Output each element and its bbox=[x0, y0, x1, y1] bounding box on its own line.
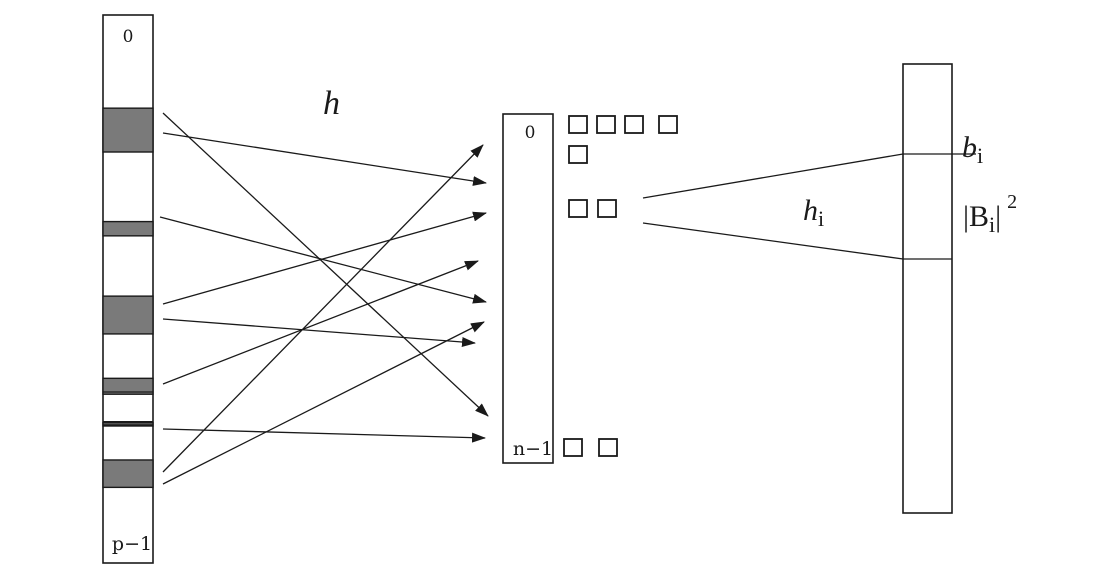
bucket-cell bbox=[568, 145, 588, 164]
bucket-cell bbox=[568, 115, 588, 134]
block-size-label: |Bi|2 bbox=[963, 191, 1017, 237]
bucket-cell bbox=[568, 199, 588, 218]
first-level-hash-arrows bbox=[159, 112, 489, 485]
bucket-cell bbox=[598, 438, 618, 457]
bucket-cell bbox=[596, 115, 616, 134]
primary-table-frame bbox=[502, 113, 554, 464]
universe-bottom-label: p−1 bbox=[112, 533, 152, 555]
universe-shaded-band bbox=[102, 377, 154, 395]
projection-line-upper bbox=[642, 153, 904, 199]
hash-arrow bbox=[162, 428, 486, 443]
universe-shaded-bands bbox=[102, 107, 154, 489]
second-level-hash-lines bbox=[642, 153, 904, 260]
hash-arrow bbox=[162, 132, 487, 186]
hash-arrow bbox=[162, 321, 485, 485]
universe-dividers bbox=[103, 391, 153, 426]
bucket-cell bbox=[658, 115, 678, 134]
hash-arrow bbox=[162, 260, 479, 385]
bucket-middle bbox=[568, 199, 617, 218]
bucket-top bbox=[568, 115, 678, 164]
second-hash-label: hi bbox=[803, 194, 824, 231]
secondary-table bbox=[902, 63, 976, 514]
universe-top-label: 0 bbox=[123, 27, 134, 47]
hash-arrow bbox=[162, 112, 489, 417]
bucket-bottom bbox=[563, 438, 618, 457]
offset-label: bi bbox=[962, 131, 983, 168]
hash-arrow bbox=[162, 144, 484, 473]
universe-shaded-band bbox=[102, 107, 154, 153]
projection-line-lower bbox=[642, 222, 904, 260]
universe-shaded-band bbox=[102, 295, 154, 335]
bucket-cell bbox=[563, 438, 583, 457]
table-top-label: 0 bbox=[525, 123, 536, 143]
bucket-cell bbox=[624, 115, 644, 134]
bucket-cells bbox=[563, 115, 678, 457]
table-bottom-label: n−1 bbox=[513, 438, 553, 460]
bucket-cell bbox=[597, 199, 617, 218]
universe-column: 0 p−1 bbox=[102, 14, 154, 564]
hash-arrow bbox=[162, 211, 487, 305]
first-hash-label: h bbox=[323, 85, 340, 122]
secondary-table-frame bbox=[902, 63, 953, 514]
primary-table: 0 n−1 bbox=[502, 113, 554, 464]
hash-arrow bbox=[162, 318, 476, 347]
universe-shaded-band bbox=[102, 220, 154, 237]
universe-shaded-band bbox=[102, 459, 154, 489]
